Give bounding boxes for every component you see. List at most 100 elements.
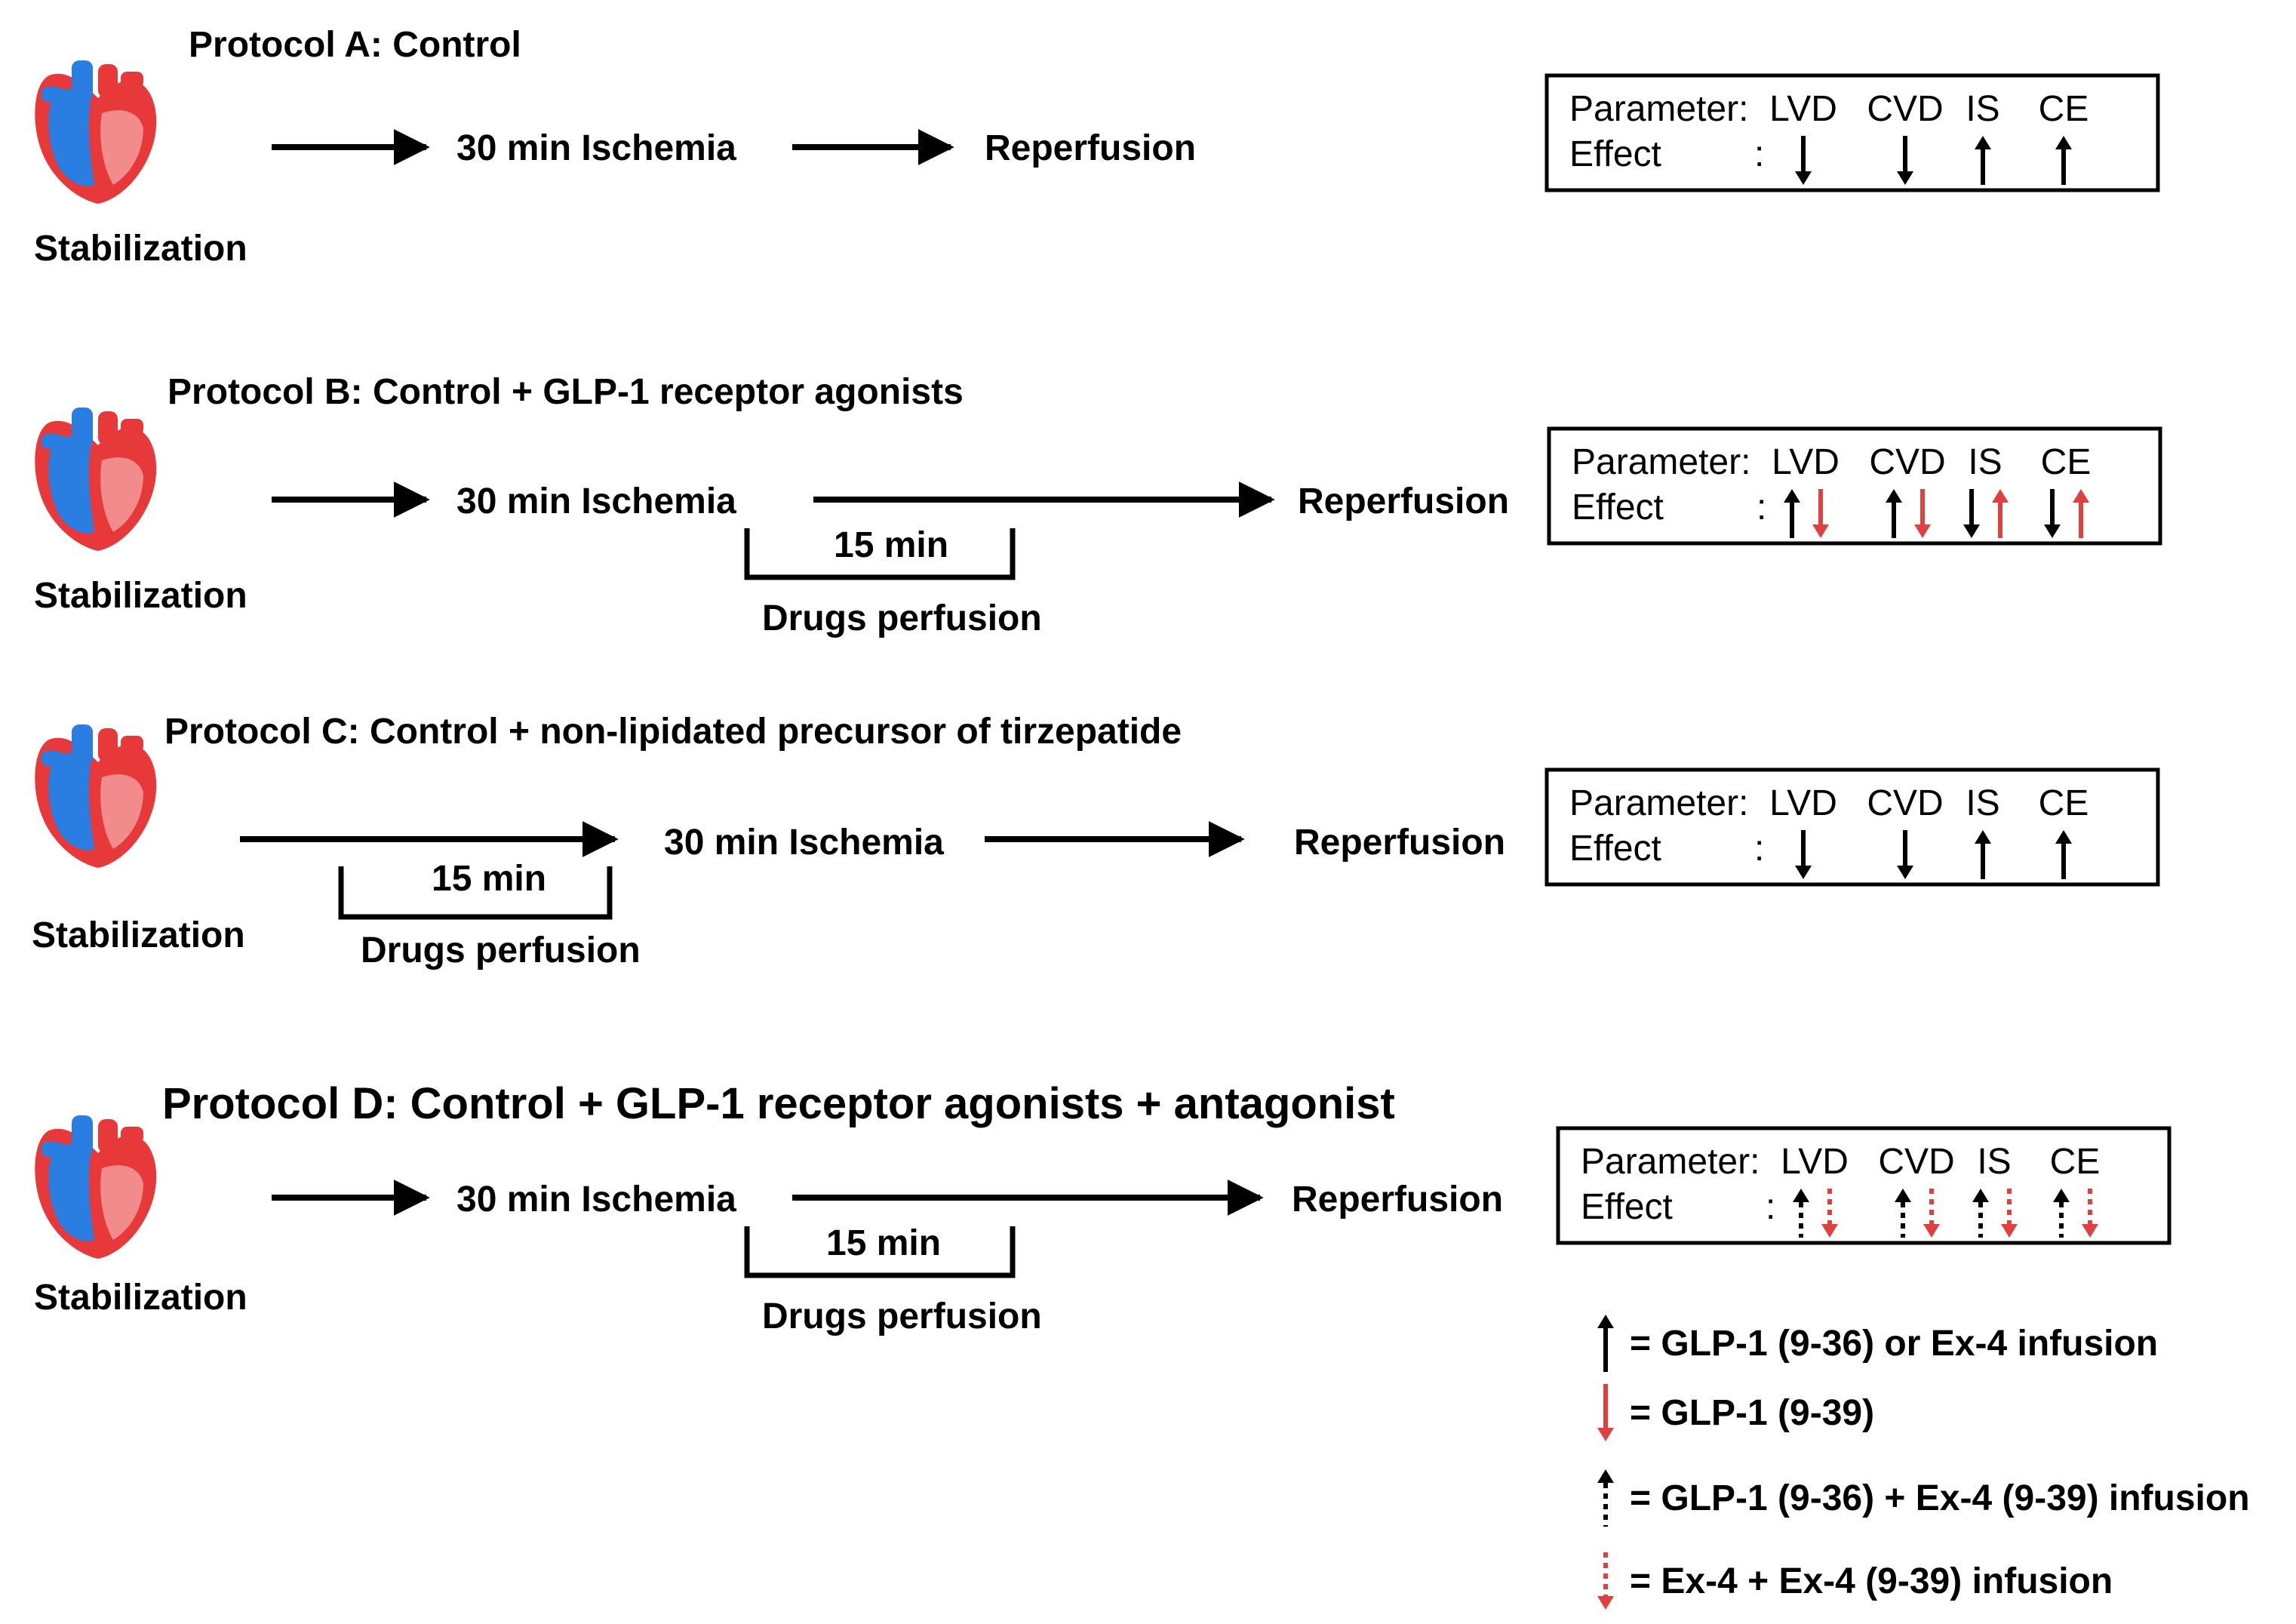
stabilization-label: Stabilization [34, 576, 247, 616]
parameter-column-cvd: CVD [1869, 442, 1945, 482]
protocol-c: Protocol C: Control + non-lipidated prec… [32, 712, 2160, 970]
effect-colon: : [1766, 1187, 1775, 1227]
parameter-column-cvd: CVD [1867, 783, 1943, 823]
legend-item: = GLP-1 (9-36) + Ex-4 (9-39) infusion [1597, 1469, 2250, 1527]
red-dotted-down-arrow-icon [2001, 1189, 2018, 1238]
drug-perfusion-bracket [338, 866, 613, 920]
parameter-effect-box: Parameter: Effect:LVD CVD IS CE [1544, 767, 2160, 887]
red-down-arrow-icon [1597, 1384, 1614, 1441]
reperfusion-label: Reperfusion [1294, 823, 1505, 863]
reperfusion-label: Reperfusion [1292, 1180, 1503, 1220]
parameter-effect-box: Parameter: Effect:LVD CVD IS CE [1547, 426, 2162, 546]
parameter-box-frame [1544, 73, 2160, 192]
legend-item: = GLP-1 (9-39) [1597, 1384, 1874, 1441]
fifteen-min-label: 15 min [432, 859, 546, 899]
drug-perfusion-bracket [744, 1226, 1016, 1278]
legend-item: = Ex-4 + Ex-4 (9-39) infusion [1597, 1552, 2113, 1610]
parameter-box-frame [1556, 1126, 2172, 1245]
black-up-arrow-icon [1597, 1315, 1614, 1372]
red-down-arrow-icon [1812, 489, 1829, 538]
black-down-arrow-icon [1795, 830, 1812, 879]
legend: = GLP-1 (9-36) or Ex-4 infusion = GLP-1 (… [1597, 1315, 2250, 1610]
parameter-column-lvd: LVD [1769, 89, 1837, 129]
effect-colon: : [1754, 134, 1764, 174]
heart-icon [35, 1115, 157, 1259]
protocol-c-title: Protocol C: Control + non-lipidated prec… [164, 712, 1182, 752]
effect-label: Effect [1569, 829, 1661, 869]
drugs-perfusion-label: Drugs perfusion [361, 930, 641, 970]
black-up-arrow-icon [2055, 830, 2072, 879]
parameter-box-frame [1544, 767, 2160, 887]
protocol-b-title: Protocol B: Control + GLP-1 receptor ago… [168, 372, 964, 412]
black-up-arrow-icon [2055, 136, 2072, 185]
reperfusion-label: Reperfusion [985, 128, 1196, 168]
effect-label: Effect [1572, 488, 1664, 527]
reperfusion-label: Reperfusion [1298, 481, 1509, 521]
protocol-b: Protocol B: Control + GLP-1 receptor ago… [34, 372, 2162, 638]
parameter-column-is: IS [1977, 1142, 2011, 1182]
black-dotted-up-arrow-icon [2053, 1189, 2070, 1238]
heart-icon [35, 60, 157, 204]
heart-icon [35, 724, 157, 868]
red-up-arrow-icon [1992, 489, 2009, 538]
parameter-column-ce: CE [2039, 783, 2089, 823]
black-dotted-up-arrow-icon [1793, 1189, 1809, 1238]
legend-text: = GLP-1 (9-36) or Ex-4 infusion [1630, 1324, 2158, 1364]
black-up-arrow-icon [1886, 489, 1902, 538]
parameter-column-lvd: LVD [1769, 783, 1837, 823]
legend-text: = GLP-1 (9-39) [1630, 1393, 1874, 1433]
legend-item: = GLP-1 (9-36) or Ex-4 infusion [1597, 1315, 2158, 1372]
protocol-a: Protocol A: Control Stabilization 30 min… [34, 25, 2160, 269]
drug-perfusion-bracket [744, 528, 1016, 580]
black-down-arrow-icon [1897, 136, 1913, 185]
parameter-column-is: IS [1966, 89, 1999, 129]
heart-icon [35, 408, 157, 551]
effect-label: Effect [1581, 1187, 1673, 1227]
black-down-arrow-icon [1795, 136, 1812, 185]
drugs-perfusion-label: Drugs perfusion [762, 598, 1042, 638]
legend-text: = Ex-4 + Ex-4 (9-39) infusion [1630, 1561, 2113, 1601]
parameter-label: Parameter: [1569, 89, 1748, 129]
drugs-perfusion-label: Drugs perfusion [762, 1296, 1042, 1336]
parameter-column-lvd: LVD [1772, 442, 1840, 482]
legend-text: = GLP-1 (9-36) + Ex-4 (9-39) infusion [1630, 1478, 2250, 1518]
effect-label: Effect [1569, 134, 1661, 174]
red-dotted-down-arrow-icon [1821, 1189, 1838, 1238]
red-up-arrow-icon [2073, 489, 2089, 538]
red-dotted-down-arrow-icon [1923, 1189, 1940, 1238]
parameter-column-lvd: LVD [1781, 1142, 1849, 1182]
black-down-arrow-icon [2044, 489, 2061, 538]
black-dotted-up-arrow-icon [1895, 1189, 1911, 1238]
parameter-label: Parameter: [1572, 442, 1750, 482]
red-down-arrow-icon [1914, 489, 1931, 538]
black-dotted-up-arrow-icon [1597, 1469, 1614, 1527]
effect-colon: : [1754, 829, 1764, 869]
ischemia-label: 30 min Ischemia [664, 823, 944, 863]
protocol-a-title: Protocol A: Control [189, 25, 521, 65]
protocol-d: Protocol D: Control + GLP-1 receptor ago… [34, 1079, 2172, 1336]
parameter-column-ce: CE [2039, 89, 2089, 129]
parameter-column-ce: CE [2041, 442, 2092, 482]
fifteen-min-label: 15 min [826, 1223, 941, 1263]
black-down-arrow-icon [1963, 489, 1980, 538]
parameter-column-is: IS [1968, 442, 2002, 482]
parameter-column-is: IS [1966, 783, 1999, 823]
protocol-d-title: Protocol D: Control + GLP-1 receptor ago… [162, 1079, 1395, 1128]
parameter-column-ce: CE [2050, 1142, 2101, 1182]
ischemia-label: 30 min Ischemia [456, 481, 736, 521]
parameter-box-frame [1547, 426, 2162, 546]
black-up-arrow-icon [1975, 830, 1991, 879]
effect-colon: : [1757, 488, 1766, 527]
black-up-arrow-icon [1784, 489, 1800, 538]
black-dotted-up-arrow-icon [1972, 1189, 1989, 1238]
ischemia-label: 30 min Ischemia [456, 1180, 736, 1220]
red-dotted-down-arrow-icon [2082, 1189, 2098, 1238]
parameter-label: Parameter: [1569, 783, 1748, 823]
red-dotted-down-arrow-icon [1597, 1552, 1614, 1610]
black-down-arrow-icon [1897, 830, 1913, 879]
stabilization-label: Stabilization [32, 915, 245, 955]
black-up-arrow-icon [1975, 136, 1991, 185]
